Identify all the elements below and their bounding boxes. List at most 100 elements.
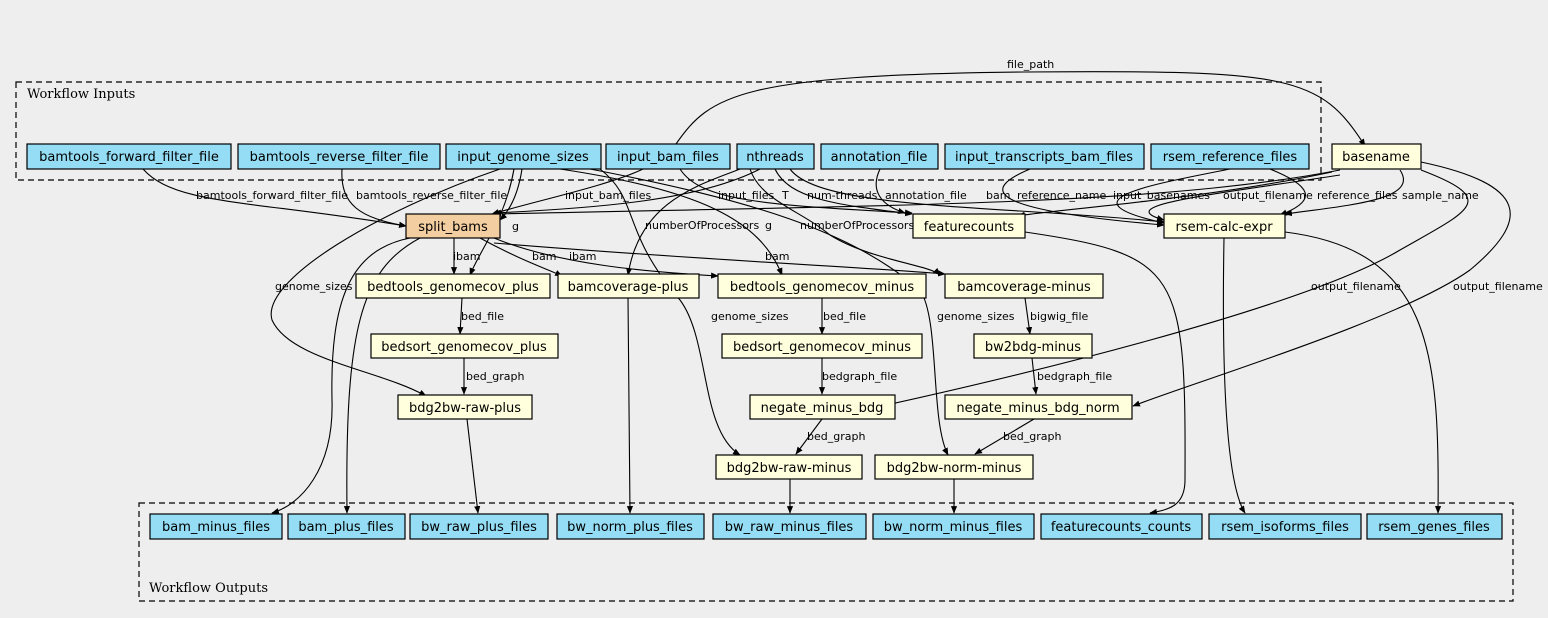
edge-label-g-minus: g <box>765 219 772 232</box>
svg-text:split_bams: split_bams <box>418 220 488 235</box>
edge-label-num-processors-1: numberOfProcessors <box>645 219 759 232</box>
node-bdg2bw-raw-minus[interactable]: bdg2bw-raw-minus <box>715 454 863 480</box>
node-bedsort-genomecov-minus[interactable]: bedsort_genomecov_minus <box>721 333 923 359</box>
svg-text:bdg2bw-raw-minus: bdg2bw-raw-minus <box>727 461 852 476</box>
edge-featurecounts-out <box>1024 231 1186 516</box>
edge-label-ibam-2: ibam <box>569 250 597 263</box>
svg-text:bdg2bw-raw-plus: bdg2bw-raw-plus <box>409 401 521 416</box>
node-input-transcripts-bam-files[interactable]: input_transcripts_bam_files <box>944 143 1145 170</box>
node-negate-minus-bdg-norm[interactable]: negate_minus_bdg_norm <box>944 394 1133 420</box>
svg-text:featurecounts_counts: featurecounts_counts <box>1051 520 1192 535</box>
edge-basename-negate-norm <box>1132 161 1511 407</box>
svg-text:input_genome_sizes: input_genome_sizes <box>457 150 589 165</box>
edge-label-output-filename-2: output_filename <box>1453 280 1543 293</box>
node-bw2bdg-minus[interactable]: bw2bdg-minus <box>973 333 1093 359</box>
node-bw-raw-plus-files[interactable]: bw_raw_plus_files <box>409 513 549 540</box>
node-basename[interactable]: basename <box>1331 143 1422 170</box>
node-input-genome-sizes[interactable]: input_genome_sizes <box>445 143 602 170</box>
edge-bamcov-minus-bw2bdg <box>1024 297 1033 335</box>
edge-rsem-genes <box>1284 231 1442 514</box>
edge-label-bed-graph-3: bed_graph <box>1003 430 1061 443</box>
node-bedsort-genomecov-plus[interactable]: bedsort_genomecov_plus <box>370 333 559 359</box>
edge-forward-filter <box>142 168 407 228</box>
edge-gcov-plus-bedsort <box>457 297 464 335</box>
svg-text:nthreads: nthreads <box>746 150 804 165</box>
node-bam-plus-files[interactable]: bam_plus_files <box>287 513 406 540</box>
node-bamcoverage-plus[interactable]: bamcoverage-plus <box>557 273 700 299</box>
edge-label-input-files: input_files <box>718 189 775 202</box>
edge-negate-raw-minus <box>795 418 823 455</box>
edge-negate-norm-bdg2bw <box>974 418 1035 455</box>
edge-transcripts-rsem <box>1002 168 1165 228</box>
edge-label-output-filename-1: output_filename <box>1311 280 1401 293</box>
edge-nthreads-split <box>493 168 761 216</box>
node-bamtools-forward-filter-file[interactable]: bamtools_forward_filter_file <box>26 143 232 170</box>
node-bam-minus-files[interactable]: bam_minus_files <box>149 513 283 540</box>
edge-label-genome-sizes-3: genome_sizes <box>937 310 1015 323</box>
edge-label-reference-files: reference_files <box>1317 189 1398 202</box>
svg-text:rsem_genes_files: rsem_genes_files <box>1378 520 1490 535</box>
edge-nthreads-bamcov-minus <box>749 168 941 276</box>
edge-reverse-filter <box>341 168 407 228</box>
edge-label-g-split: g <box>512 220 519 233</box>
node-bw-norm-plus-files[interactable]: bw_norm_plus_files <box>556 513 705 540</box>
node-negate-minus-bdg[interactable]: negate_minus_bdg <box>749 394 896 420</box>
node-bw-raw-minus-files[interactable]: bw_raw_minus_files <box>712 513 867 540</box>
node-rsem-calc-expr[interactable]: rsem-calc-expr <box>1163 213 1286 239</box>
edge-rsem-isoforms <box>1222 237 1246 514</box>
edge-genome-raw-plus <box>270 168 501 397</box>
edge-basename-featurecounts <box>1017 171 1333 218</box>
edge-label-output-filename: output_filename <box>1223 189 1313 202</box>
svg-text:bw2bdg-minus: bw2bdg-minus <box>985 340 1081 355</box>
node-bamcoverage-minus[interactable]: bamcoverage-minus <box>944 273 1104 299</box>
node-rsem-isoforms-files[interactable]: rsem_isoforms_files <box>1208 513 1362 540</box>
edge-raw-plus-out <box>466 418 481 514</box>
edge-nthreads-bamcov-plus <box>626 168 741 276</box>
edge-label-annotation-file: annotation_file <box>885 189 967 202</box>
svg-text:bedsort_genomecov_plus: bedsort_genomecov_plus <box>381 340 547 355</box>
svg-text:rsem_reference_files: rsem_reference_files <box>1163 150 1298 165</box>
edge-bamcov-plus-out <box>626 297 634 514</box>
svg-text:bw_norm_plus_files: bw_norm_plus_files <box>567 520 693 535</box>
node-annotation-file[interactable]: annotation_file <box>820 143 939 170</box>
workflow-outputs-cluster: Workflow Outputs <box>138 502 1514 602</box>
node-featurecounts[interactable]: featurecounts <box>912 213 1026 239</box>
svg-text:bw_norm_minus_files: bw_norm_minus_files <box>884 520 1023 535</box>
svg-text:featurecounts: featurecounts <box>924 220 1015 235</box>
edge-label-num-threads: num-threads <box>807 189 878 202</box>
svg-text:input_transcripts_bam_files: input_transcripts_bam_files <box>955 150 1133 165</box>
node-bamtools-reverse-filter-file[interactable]: bamtools_reverse_filter_file <box>237 143 441 170</box>
edge-label-num-processors-2: numberOfProcessors <box>800 219 914 232</box>
node-featurecounts-counts[interactable]: featurecounts_counts <box>1040 513 1203 540</box>
edge-reference-rsem <box>1116 168 1231 225</box>
edge-basename-rsem <box>1148 174 1341 222</box>
edge-annotation-featurecounts <box>875 168 906 214</box>
svg-text:input_bam_files: input_bam_files <box>617 150 719 165</box>
edge-split-bam-minus <box>271 237 411 515</box>
svg-text:bw_raw_plus_files: bw_raw_plus_files <box>421 520 537 535</box>
svg-text:bdg2bw-norm-minus: bdg2bw-norm-minus <box>887 461 1022 476</box>
node-bedtools-genomecov-plus[interactable]: bedtools_genomecov_plus <box>355 273 551 299</box>
edge-label-ibam-1: ibam <box>453 250 481 263</box>
workflow-inputs-cluster: Workflow Inputs <box>15 81 1322 181</box>
edge-basename-rsem-2 <box>1284 169 1404 217</box>
edge-label-bed-file-1: bed_file <box>461 310 504 323</box>
svg-text:bamcoverage-minus: bamcoverage-minus <box>957 280 1091 295</box>
node-bdg2bw-raw-plus[interactable]: bdg2bw-raw-plus <box>397 394 533 420</box>
edge-label-T: T <box>781 189 789 202</box>
node-nthreads[interactable]: nthreads <box>736 143 815 170</box>
node-input-bam-files[interactable]: input_bam_files <box>605 143 731 170</box>
edge-basename-split <box>493 169 1341 217</box>
node-split-bams[interactable]: split_bams <box>405 213 501 239</box>
svg-text:annotation_file: annotation_file <box>831 150 928 165</box>
node-rsem-genes-files[interactable]: rsem_genes_files <box>1366 513 1503 540</box>
edge-label-genome-sizes-1: genome_sizes <box>275 280 353 293</box>
edge-labels: file_path bamtools_forward_filter_file b… <box>196 58 1543 443</box>
node-bw-norm-minus-files[interactable]: bw_norm_minus_files <box>872 513 1035 540</box>
node-bdg2bw-norm-minus[interactable]: bdg2bw-norm-minus <box>874 454 1034 480</box>
node-rsem-reference-files[interactable]: rsem_reference_files <box>1150 143 1310 170</box>
edge-file-path <box>675 71 1366 147</box>
svg-text:bamcoverage-plus: bamcoverage-plus <box>568 280 689 295</box>
node-bedtools-genomecov-minus[interactable]: bedtools_genomecov_minus <box>717 273 927 299</box>
